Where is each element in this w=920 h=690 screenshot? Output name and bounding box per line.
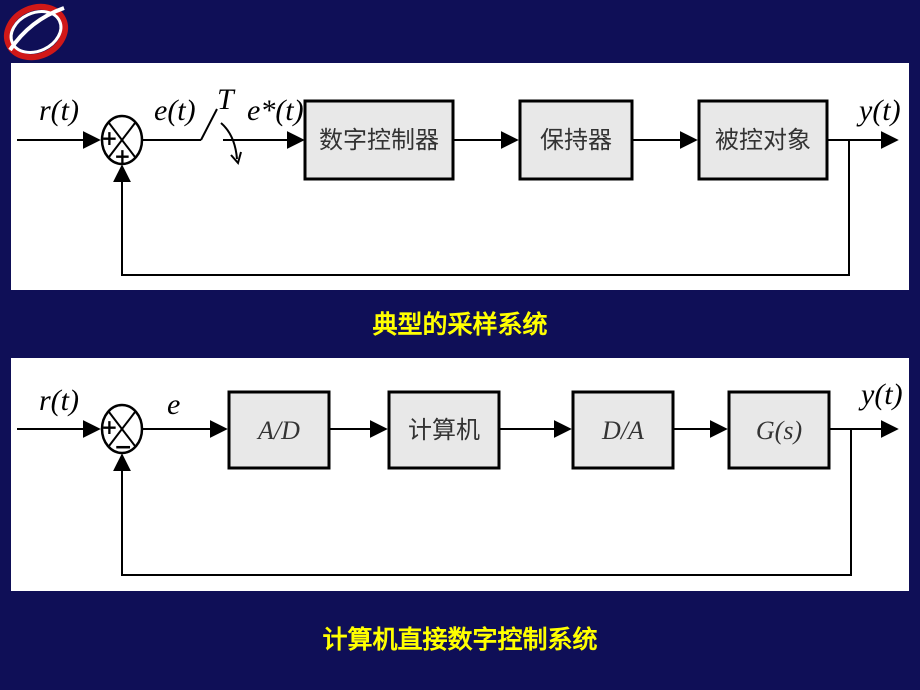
- sum-sign-feedback: −: [114, 435, 132, 460]
- svg-text:数字控制器: 数字控制器: [319, 126, 439, 154]
- logo-icon: [3, 3, 69, 61]
- svg-text:计算机: 计算机: [408, 416, 480, 444]
- svg-text:A/D: A/D: [256, 416, 300, 445]
- diagram1-caption: 典型的采样系统: [372, 310, 548, 339]
- computer-block: 计算机: [387, 390, 501, 470]
- sampled-error-label: e*(t): [247, 94, 304, 127]
- feedback-path: [113, 140, 850, 276]
- output-label: y(t): [858, 378, 903, 411]
- svg-text:G(s): G(s): [756, 416, 802, 445]
- error-label: e(t): [154, 94, 196, 127]
- feedback-path: [113, 429, 852, 576]
- sum-sign-input: +: [101, 415, 118, 439]
- summing-junction: [100, 114, 144, 166]
- input-label: r(t): [39, 384, 79, 417]
- sampler-period-label: T: [217, 83, 236, 116]
- hold-block: 保持器: [518, 99, 634, 181]
- output-label: y(t): [856, 94, 901, 127]
- ad-converter-block: A/D: [227, 390, 331, 470]
- svg-text:D/A: D/A: [601, 416, 644, 445]
- diagram2-caption: 计算机直接数字控制系统: [322, 625, 598, 654]
- sum-sign-feedback: +: [114, 144, 131, 168]
- plant-transfer-block: G(s): [727, 390, 831, 470]
- da-converter-block: D/A: [571, 390, 675, 470]
- error-label: e: [167, 388, 180, 421]
- sampler-switch: [200, 108, 242, 166]
- computer-control-diagram: r(t) + − e A/D 计算机 D/A G(s) y(t): [11, 358, 909, 591]
- input-label: r(t): [39, 94, 79, 127]
- plant-block: 被控对象: [697, 99, 829, 181]
- svg-text:被控对象: 被控对象: [715, 126, 811, 154]
- sum-sign-input: +: [101, 126, 118, 150]
- digital-controller-block: 数字控制器: [303, 99, 455, 181]
- svg-text:保持器: 保持器: [540, 126, 612, 154]
- sampling-system-diagram: r(t) + + e(t) T e*(t) 数字控制器 保持器: [11, 63, 909, 290]
